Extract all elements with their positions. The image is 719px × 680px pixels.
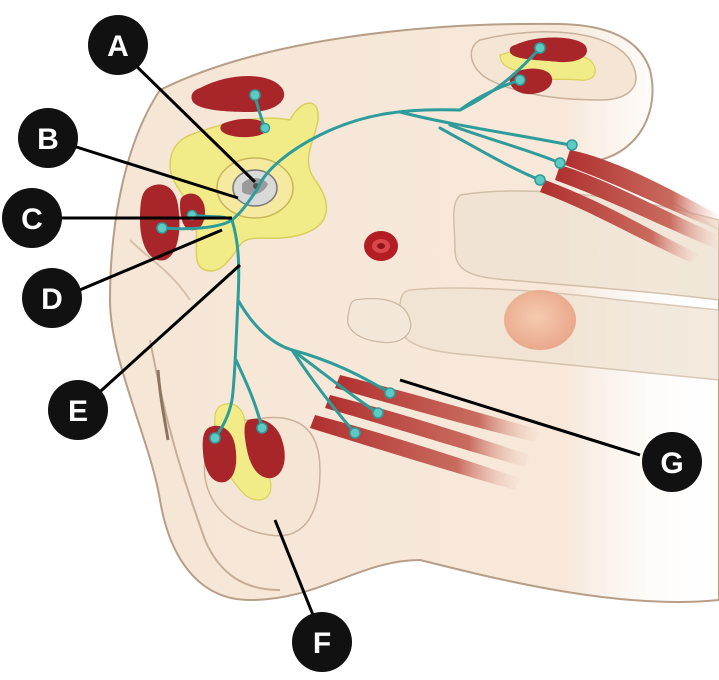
callout-G: G <box>642 432 702 492</box>
callout-F-label: F <box>313 627 331 660</box>
callout-A: A <box>88 15 148 75</box>
callout-C-label: C <box>21 203 43 236</box>
callout-B-label: B <box>37 123 59 156</box>
callout-A-label: A <box>107 30 129 63</box>
callout-E-label: E <box>68 395 88 428</box>
callout-F: F <box>292 612 352 672</box>
central-vessel <box>364 231 398 261</box>
pink-structure <box>504 290 576 350</box>
callout-G-label: G <box>660 447 683 480</box>
callout-E: E <box>48 380 108 440</box>
callout-D: D <box>22 268 82 328</box>
callout-D-label: D <box>41 283 63 316</box>
callout-B: B <box>18 108 78 168</box>
callout-C: C <box>2 188 62 248</box>
central-structure <box>217 158 293 218</box>
